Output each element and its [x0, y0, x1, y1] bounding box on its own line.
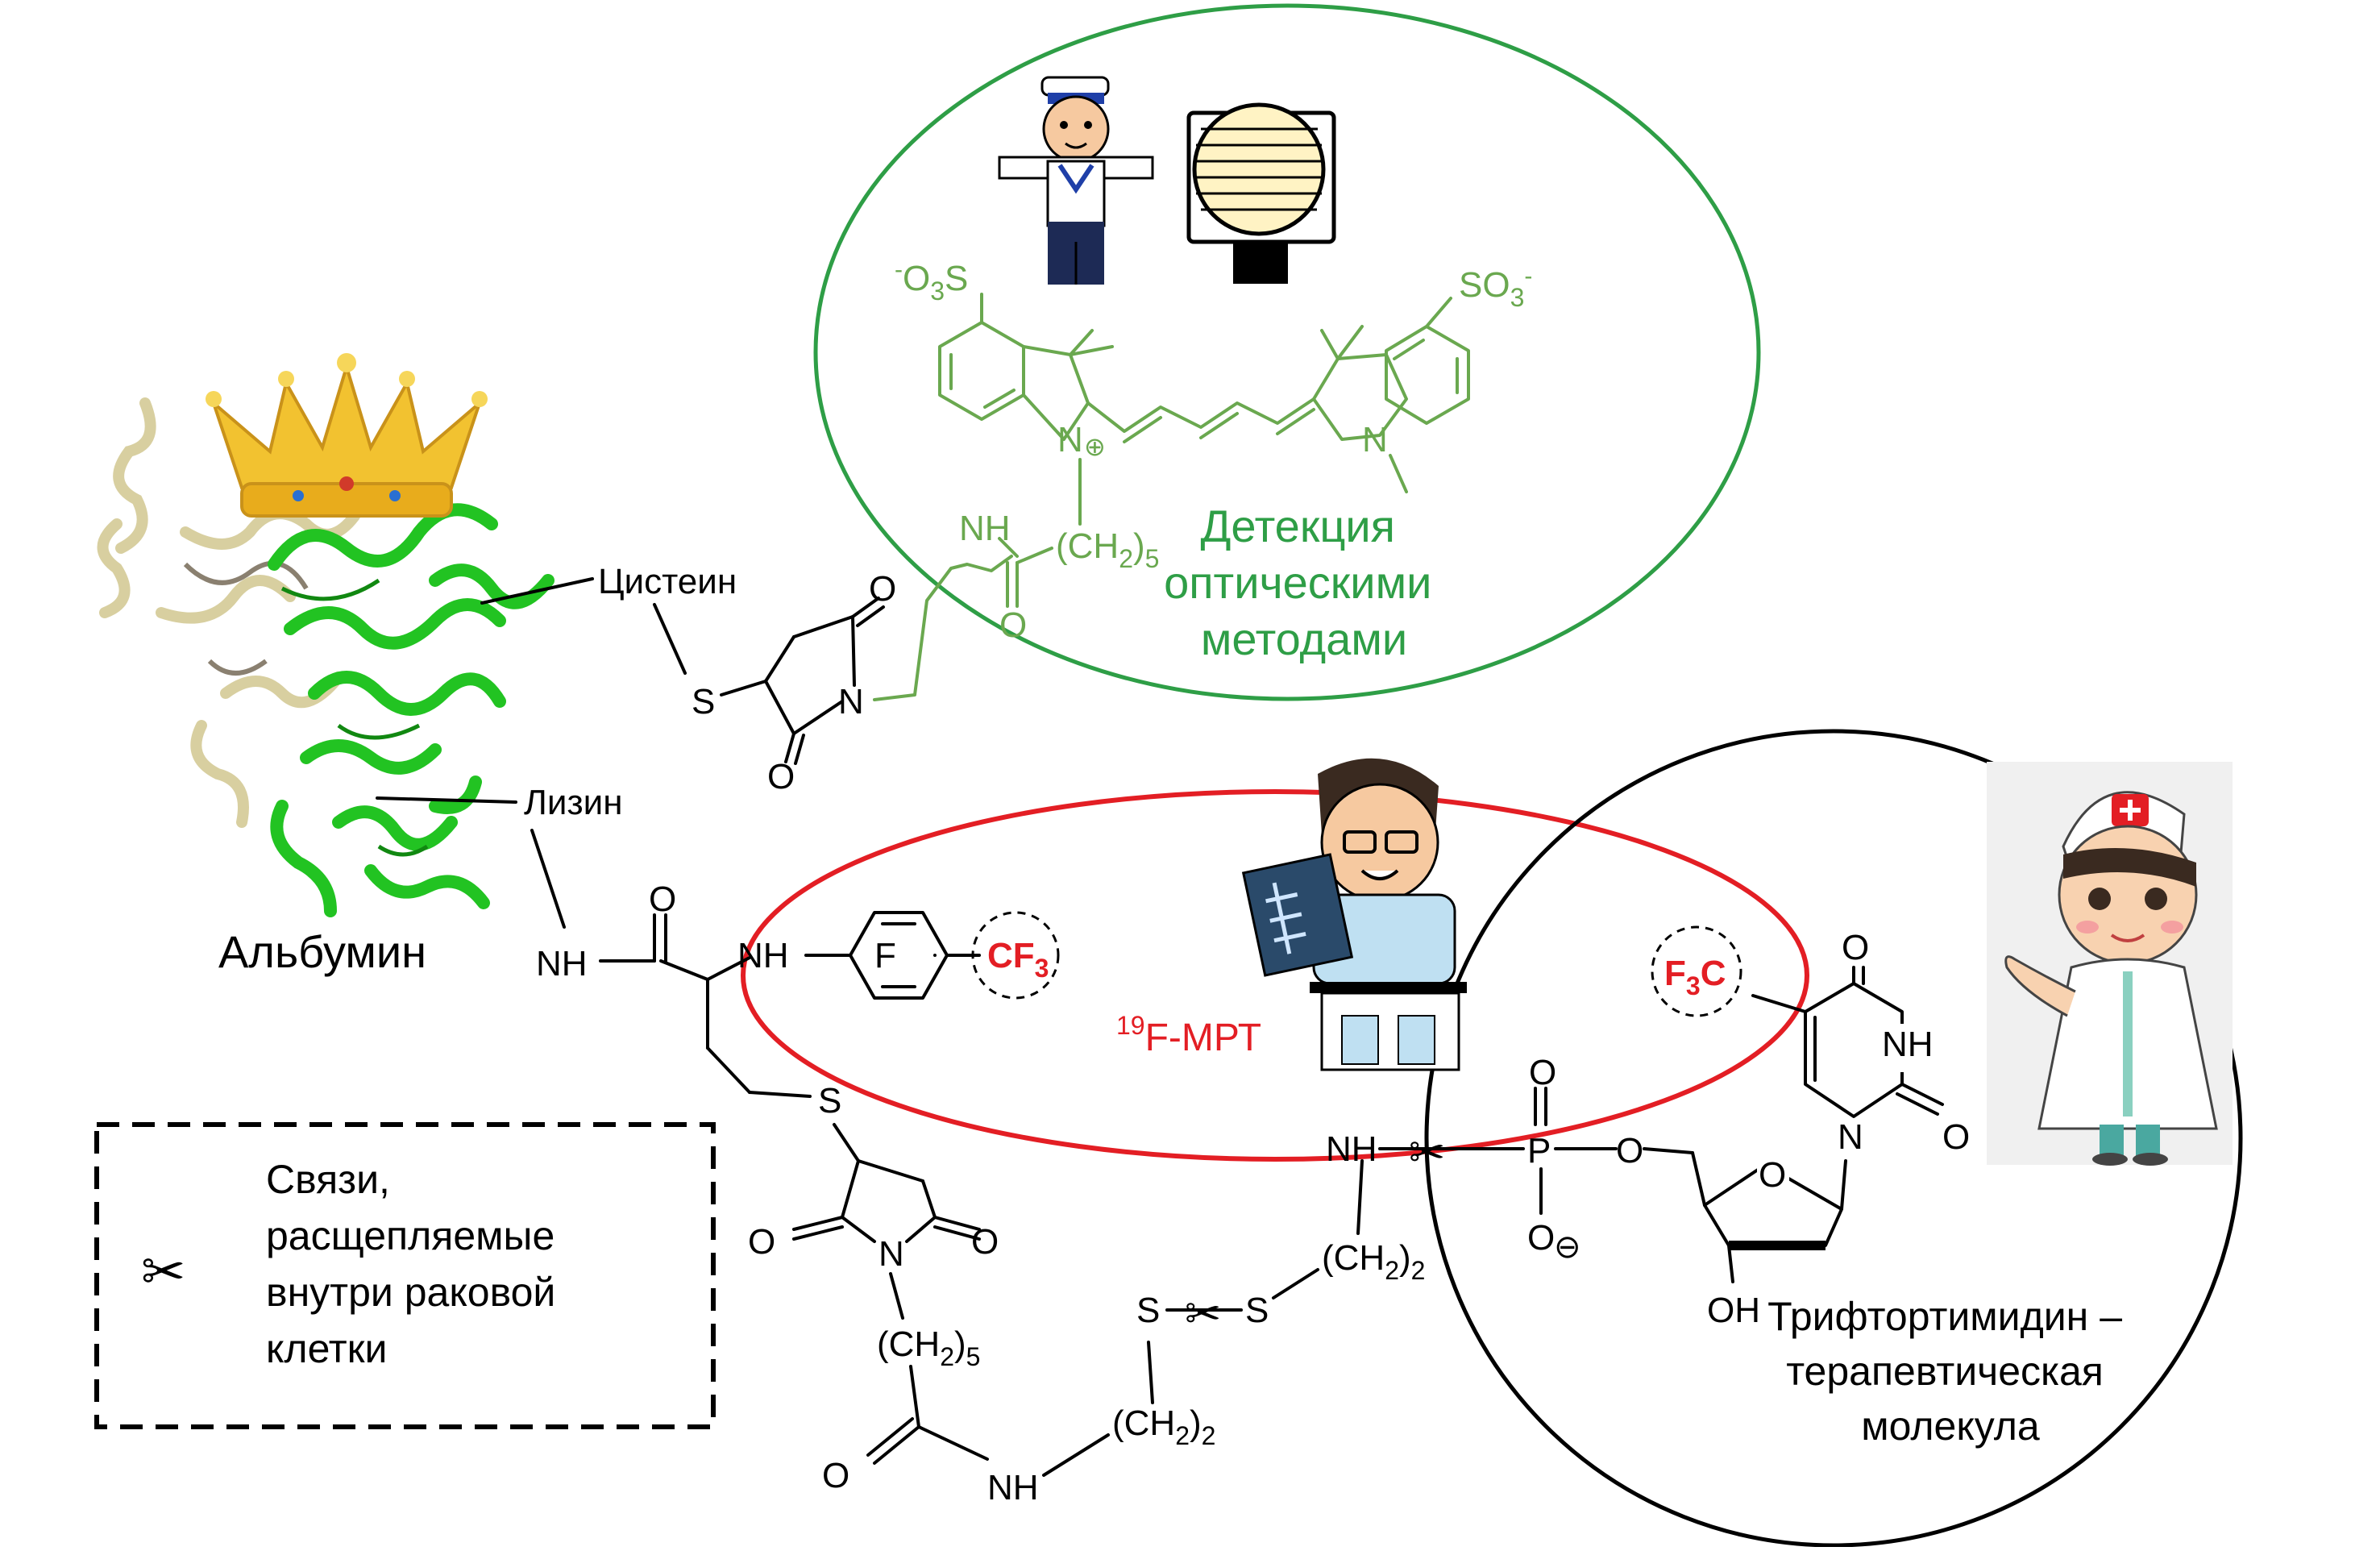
optical-device-icon [1186, 102, 1336, 284]
scissors-icon: ✂ [141, 1241, 185, 1301]
scissors-icon: ✂ [1409, 1129, 1445, 1177]
disulfide-linker-structure: (CH2)2 S ✂ S (CH2)2 NH [1112, 1129, 1425, 1450]
atom-ch2-2-upper: (CH2)2 [1322, 1238, 1425, 1285]
atom-oh: OH [1707, 1291, 1760, 1330]
atom-o-lower-right: O [971, 1222, 999, 1262]
fluoroaryl-structure: F CF3 [804, 911, 1060, 1000]
thymine-base-structure: N NH O O F3C [1651, 925, 1970, 1157]
atom-nh-aryl: NH [737, 936, 789, 975]
atom-o-2: O [767, 757, 795, 796]
atom-o-amide: O [822, 1456, 849, 1495]
atom-s-cys: S [692, 682, 715, 721]
atom-nh-base: NH [1882, 1025, 1933, 1064]
atom-minus-charge: ⊖ [1554, 1229, 1581, 1265]
optical-detection-ellipse [813, 3, 1761, 701]
cf3-label: CF3 [987, 936, 1049, 983]
atom-ch2-green: (CH2)5 [1056, 526, 1159, 573]
atom-f: F [874, 936, 896, 975]
atom-n-right: N [1362, 420, 1388, 459]
atom-so3-left: -O3S [895, 256, 968, 306]
atom-nh-phosph: NH [1326, 1129, 1377, 1169]
atom-so3-right: SO3- [1459, 263, 1532, 312]
atom-n-base: N [1838, 1117, 1863, 1157]
atom-o-lower-left: O [748, 1222, 775, 1262]
atom-n-lower: N [878, 1234, 904, 1274]
atom-o-green: O [999, 605, 1027, 645]
atom-o-base-right: O [1942, 1117, 1970, 1157]
deoxyribose-structure: O OH [1691, 1151, 1847, 1330]
cysteine-label: Цистеин [598, 562, 737, 601]
optical-detection-label: Детекция оптическими методами [1164, 501, 1444, 664]
atom-s-left: S [1136, 1291, 1160, 1330]
cyanine-linker: NH O (CH2)5 [873, 458, 1159, 701]
albumin-label: Альбумин [218, 926, 426, 977]
atom-o-p-bottom: O [1527, 1218, 1555, 1258]
atom-o-lys: O [649, 879, 676, 919]
f3c-dashed-circle [1651, 925, 1742, 1017]
crown-icon [206, 353, 488, 518]
cyanine-dye-structure: -O3S N ⊕ SO3- N [895, 256, 1532, 493]
atom-s-lys: S [818, 1081, 841, 1121]
atom-o-1: O [869, 569, 896, 609]
atom-s-right: S [1245, 1291, 1269, 1330]
f3c-label: F3C [1664, 954, 1726, 1000]
atom-nh-amide: NH [987, 1468, 1039, 1507]
atom-ch2-2-lower: (CH2)2 [1112, 1403, 1215, 1450]
atom-o-p-top: O [1529, 1053, 1556, 1092]
mri-label: 19F-МРТ [1116, 1011, 1261, 1059]
atom-o-base-top: O [1842, 928, 1869, 967]
therapeutic-circle [1424, 729, 2243, 1548]
legend-box: ✂ Связи, расщепляемые внутри раковой кле… [94, 1122, 716, 1429]
therapeutic-label: Трифтортимидин – терапевтическая молекул… [1767, 1294, 2133, 1449]
lysine-label: Лизин [524, 783, 623, 822]
radiologist-cartoon-icon [1241, 758, 1467, 1071]
atom-p: P [1527, 1131, 1551, 1171]
atom-ch2-5: (CH2)5 [877, 1324, 980, 1371]
mri-ellipse [741, 789, 1809, 1162]
atom-plus-charge: ⊕ [1084, 432, 1106, 461]
atom-o-ring: O [1759, 1155, 1786, 1195]
atom-n-1: N [838, 682, 864, 721]
cysteine-maleimide-structure: S O O N [653, 569, 896, 796]
atom-nplus: N [1057, 420, 1083, 459]
cf3-dashed-circle [971, 911, 1060, 1000]
legend-text: Связи, расщепляемые внутри раковой клетк… [266, 1157, 567, 1371]
atom-o-ester: O [1616, 1131, 1643, 1171]
sailor-cartoon-icon [998, 76, 1154, 285]
phosphate-structure: ✂ P O O ⊖ O [1378, 1053, 1694, 1265]
lower-maleimide-structure: N O O (CH2)5 O NH [748, 1123, 1110, 1507]
lysine-chain-structure: NH O NH S [530, 829, 841, 1121]
scissors-icon: ✂ [1185, 1290, 1221, 1338]
atom-nh-lys: NH [536, 944, 588, 983]
doctor-cartoon-icon [1987, 762, 2233, 1166]
